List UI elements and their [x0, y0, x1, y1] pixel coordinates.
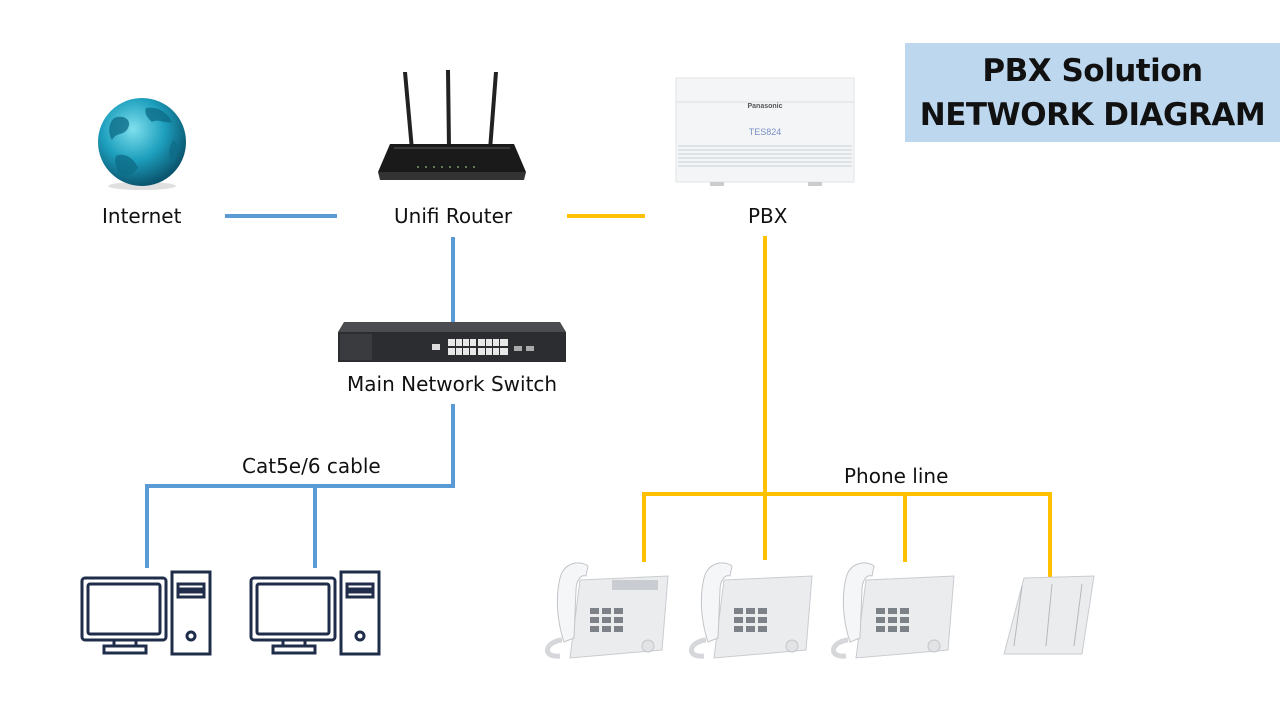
- globe-icon: [98, 98, 186, 190]
- phone-bus: [642, 492, 1052, 578]
- diagram-title-box: PBX Solution NETWORK DIAGRAM: [905, 43, 1280, 142]
- title-line-2: NETWORK DIAGRAM: [919, 96, 1266, 133]
- pbx-unit-icon: Panasonic TES824: [675, 77, 855, 186]
- router-icon: [378, 70, 526, 180]
- router-label: Unifi Router: [394, 204, 513, 228]
- ethernet-cable-label: Cat5e/6 cable: [242, 454, 381, 478]
- ethernet-lines: [145, 214, 455, 568]
- pbx-label: PBX: [748, 204, 788, 228]
- pbx-model: TES824: [749, 127, 782, 137]
- switch-label: Main Network Switch: [347, 372, 558, 396]
- network-switch-icon: [338, 322, 566, 362]
- pbx-brand: Panasonic: [747, 103, 782, 110]
- switch-computers-link: [145, 404, 455, 568]
- desk-phone-icon: [831, 562, 955, 659]
- desk-phone-icon: [545, 562, 669, 659]
- phone-lines: [567, 214, 1052, 578]
- desktop-computer-icon: [80, 570, 212, 656]
- dss-console-icon: [1003, 575, 1095, 655]
- internet-label: Internet: [102, 204, 182, 228]
- phone-line-label: Phone line: [844, 464, 949, 488]
- desk-phone-icon: [689, 562, 813, 659]
- title-line-1: PBX Solution: [982, 52, 1203, 89]
- desktop-computer-icon: [249, 570, 381, 656]
